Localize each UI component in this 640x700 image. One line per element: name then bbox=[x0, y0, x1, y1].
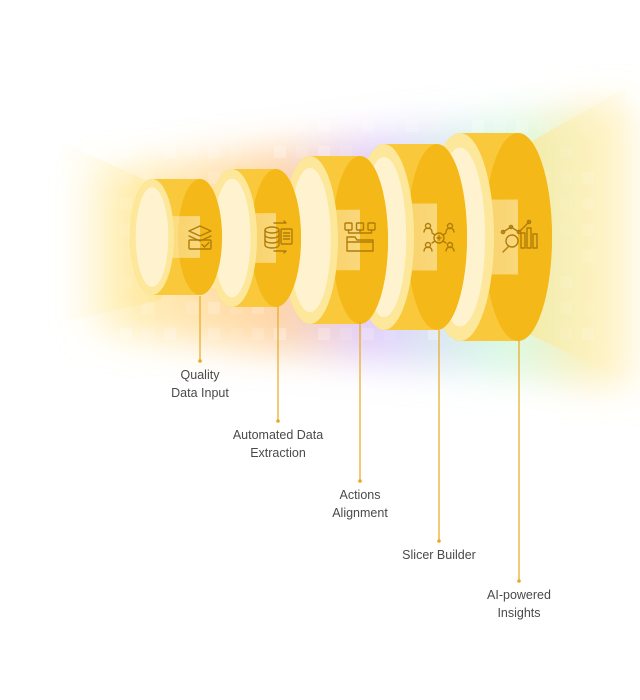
pixel-square bbox=[406, 120, 418, 132]
cylinder-quality-data-input bbox=[130, 179, 222, 295]
pixel-square bbox=[538, 120, 550, 132]
layers-check-icon bbox=[188, 225, 212, 250]
connector-dot bbox=[276, 419, 280, 423]
people-network-icon bbox=[423, 222, 455, 252]
pixel-square bbox=[252, 328, 264, 340]
label-quality-data-input: Quality Data Input bbox=[171, 368, 229, 400]
right-light-cone bbox=[520, 88, 625, 380]
pixel-square bbox=[384, 328, 396, 340]
connector-actions-alignment bbox=[358, 322, 362, 483]
connector-dot bbox=[437, 539, 441, 543]
cylinder-front-face bbox=[213, 178, 251, 298]
pixel-square bbox=[208, 302, 220, 314]
pixel-square bbox=[186, 120, 198, 132]
pixel-square bbox=[120, 328, 132, 340]
pixel-square bbox=[318, 146, 330, 158]
pixel-square bbox=[274, 328, 286, 340]
pixel-square bbox=[384, 120, 396, 132]
cylinder-stack bbox=[130, 133, 552, 341]
pixel-square bbox=[362, 328, 374, 340]
pixel-square bbox=[428, 120, 440, 132]
pixel-square bbox=[252, 120, 264, 132]
pixel-square bbox=[120, 146, 132, 158]
pixel-square bbox=[164, 328, 176, 340]
pixel-square bbox=[186, 146, 198, 158]
pixel-square bbox=[164, 120, 176, 132]
pixel-square bbox=[318, 120, 330, 132]
pixel-square bbox=[494, 120, 506, 132]
pixel-square bbox=[208, 172, 220, 184]
pixel-square bbox=[142, 120, 154, 132]
connector-dot bbox=[198, 359, 202, 363]
pixel-square bbox=[208, 328, 220, 340]
pixel-square bbox=[296, 120, 308, 132]
database-document-icon bbox=[264, 220, 293, 254]
pixel-square bbox=[296, 146, 308, 158]
pixel-square bbox=[274, 146, 286, 158]
pixel-square bbox=[208, 120, 220, 132]
connector-lines bbox=[198, 296, 521, 583]
pixel-square bbox=[186, 302, 198, 314]
pixel-square bbox=[362, 120, 374, 132]
label-actions-alignment: Actions Alignment bbox=[332, 488, 388, 520]
pixel-square bbox=[142, 328, 154, 340]
pixel-square bbox=[230, 328, 242, 340]
pixel-square bbox=[428, 328, 440, 340]
pixel-square bbox=[208, 146, 220, 158]
connector-automated-data-extraction bbox=[276, 306, 280, 423]
analytics-chart-icon bbox=[500, 219, 538, 253]
pixel-square bbox=[318, 328, 330, 340]
label-ai-powered-insights: AI-powered Insights bbox=[487, 588, 551, 620]
folder-network-icon bbox=[344, 222, 376, 252]
cylinder-front-face bbox=[135, 187, 169, 287]
cylinder-actions-alignment bbox=[282, 156, 388, 324]
pixel-square bbox=[142, 302, 154, 314]
label-slicer-builder: Slicer Builder bbox=[402, 548, 476, 562]
connector-ai-powered-insights bbox=[517, 340, 521, 583]
connector-dot bbox=[517, 579, 521, 583]
pixel-square bbox=[164, 146, 176, 158]
cylinder-automated-data-extraction bbox=[207, 169, 301, 307]
cylinder-front-face bbox=[289, 167, 331, 313]
pixel-square bbox=[516, 120, 528, 132]
pixel-square bbox=[340, 328, 352, 340]
connector-quality-data-input bbox=[198, 296, 202, 363]
connector-slicer-builder bbox=[437, 330, 441, 543]
label-automated-data-extraction: Automated Data Extraction bbox=[232, 428, 324, 460]
pixel-square bbox=[472, 120, 484, 132]
pixel-square bbox=[274, 120, 286, 132]
pixel-square bbox=[340, 146, 352, 158]
pixel-square bbox=[230, 146, 242, 158]
connector-dot bbox=[358, 479, 362, 483]
